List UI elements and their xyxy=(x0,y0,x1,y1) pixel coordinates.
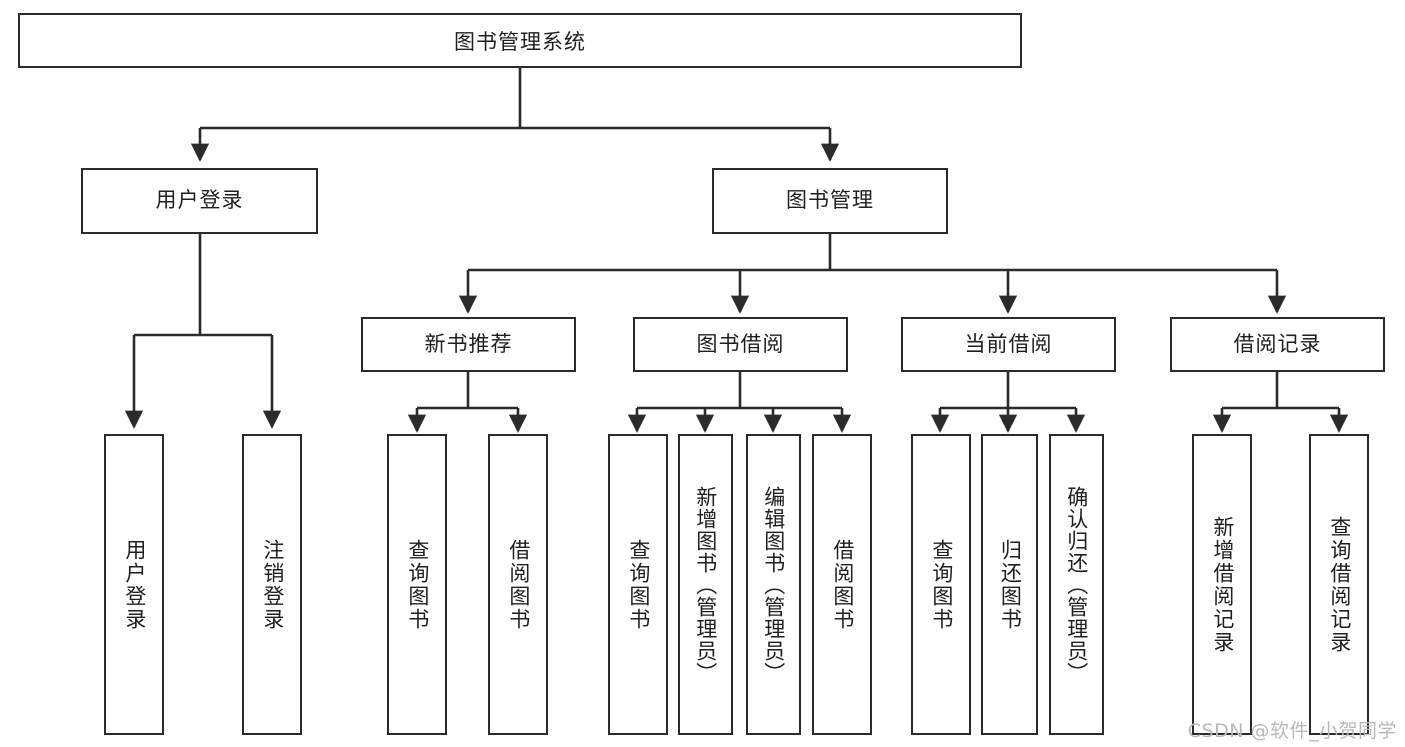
node-label: 用户登录 xyxy=(155,188,244,213)
node-current-borrow[interactable]: 当前借阅 xyxy=(901,317,1116,372)
node-label: 查询图书 xyxy=(405,538,430,631)
leaf-current-borrow-confirm-return-admin[interactable]: 确认归还（管理员） xyxy=(1049,434,1104,735)
node-label: 确认归还（管理员） xyxy=(1064,485,1089,684)
node-label: 归还图书 xyxy=(998,538,1023,631)
leaf-current-borrow-query-book[interactable]: 查询图书 xyxy=(911,434,971,735)
node-label: 查询图书 xyxy=(929,538,954,631)
node-label: 借阅记录 xyxy=(1233,331,1322,356)
node-label: 图书管理 xyxy=(786,188,874,213)
node-label: 新书推荐 xyxy=(424,331,513,356)
leaf-current-borrow-return-book[interactable]: 归还图书 xyxy=(981,434,1038,735)
node-label: 借阅图书 xyxy=(506,538,531,631)
node-label: 图书借阅 xyxy=(696,331,785,356)
node-label: 查询图书 xyxy=(626,538,651,631)
node-label: 用户登录 xyxy=(122,538,147,631)
node-label: 借阅图书 xyxy=(830,538,855,631)
csdn-watermark: CSDN @软件_小贺同学 xyxy=(1187,720,1397,742)
node-label: 查询借阅记录 xyxy=(1327,515,1352,654)
node-label: 注销登录 xyxy=(260,538,285,631)
node-label: 当前借阅 xyxy=(964,331,1053,356)
leaf-book-borrow-add-book-admin[interactable]: 新增图书（管理员） xyxy=(678,434,733,735)
leaf-new-book-query-book[interactable]: 查询图书 xyxy=(387,434,447,735)
node-book-management[interactable]: 图书管理 xyxy=(712,168,948,234)
node-borrow-record[interactable]: 借阅记录 xyxy=(1170,317,1385,372)
node-label: 新增图书（管理员） xyxy=(693,485,718,684)
node-new-book-recommend[interactable]: 新书推荐 xyxy=(361,317,576,372)
leaf-borrow-record-query-record[interactable]: 查询借阅记录 xyxy=(1309,434,1369,735)
leaf-user-login-logout[interactable]: 注销登录 xyxy=(242,434,302,735)
leaf-new-book-borrow-book[interactable]: 借阅图书 xyxy=(488,434,548,735)
node-root-system[interactable]: 图书管理系统 xyxy=(18,13,1022,68)
node-user-login[interactable]: 用户登录 xyxy=(81,168,318,234)
node-label: 新增借阅记录 xyxy=(1210,515,1235,654)
node-book-borrow[interactable]: 图书借阅 xyxy=(633,317,848,372)
node-label: 图书管理系统 xyxy=(454,29,586,54)
leaf-book-borrow-query-book[interactable]: 查询图书 xyxy=(608,434,668,735)
leaf-borrow-record-add-record[interactable]: 新增借阅记录 xyxy=(1192,434,1252,735)
leaf-book-borrow-borrow-book[interactable]: 借阅图书 xyxy=(812,434,872,735)
leaf-user-login-login[interactable]: 用户登录 xyxy=(104,434,164,735)
leaf-book-borrow-edit-book-admin[interactable]: 编辑图书（管理员） xyxy=(746,434,801,735)
node-label: 编辑图书（管理员） xyxy=(761,485,786,684)
